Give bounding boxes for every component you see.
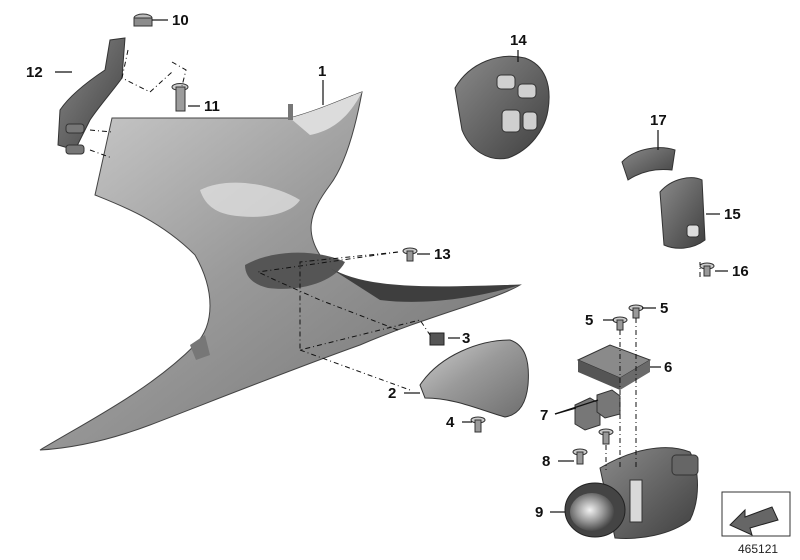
cover-part — [419, 339, 529, 418]
callout-11: 11 — [204, 98, 220, 115]
callout-9: 9 — [535, 504, 543, 521]
callout-6: 6 — [664, 359, 672, 376]
callout-13: 13 — [434, 246, 451, 263]
mount-plate-part — [576, 344, 652, 390]
screw-16-part — [699, 262, 715, 277]
screw-13-part — [402, 247, 418, 262]
callout-2: 2 — [388, 385, 396, 402]
cap-part — [133, 13, 153, 27]
screw-4-part — [470, 416, 486, 433]
callouts: 1 2 3 4 5 5 6 7 8 9 10 11 12 13 14 15 16… — [26, 12, 749, 521]
callout-1: 1 — [318, 63, 326, 80]
switch-cap-part — [621, 147, 676, 181]
clip-part — [429, 332, 445, 346]
screw-5b-part — [628, 304, 644, 319]
leader-lines — [55, 19, 728, 513]
document-number: 465121 — [738, 542, 778, 556]
bracket-7-part — [574, 389, 621, 431]
callout-17: 17 — [650, 112, 667, 129]
callout-3: 3 — [462, 330, 470, 347]
orientation-arrow-icon — [721, 491, 791, 537]
screw-8-part — [572, 428, 614, 465]
auxiliary-light-part — [564, 447, 699, 539]
callout-4: 4 — [446, 414, 455, 431]
callout-7: 7 — [540, 407, 548, 424]
callout-10: 10 — [172, 12, 189, 29]
callout-5b: 5 — [660, 300, 668, 317]
assembly-lines — [89, 49, 701, 470]
fairing-panel-part — [39, 91, 522, 451]
callout-12: 12 — [26, 64, 43, 81]
callout-15: 15 — [724, 206, 741, 223]
callout-16: 16 — [732, 263, 749, 280]
screw-5a-part — [612, 316, 628, 331]
callout-8: 8 — [542, 453, 550, 470]
switch-cover-part — [659, 177, 706, 249]
callout-14: 14 — [510, 32, 527, 49]
callout-5a: 5 — [585, 312, 593, 329]
screw-part — [171, 83, 189, 112]
switch-housing-part — [454, 55, 550, 160]
